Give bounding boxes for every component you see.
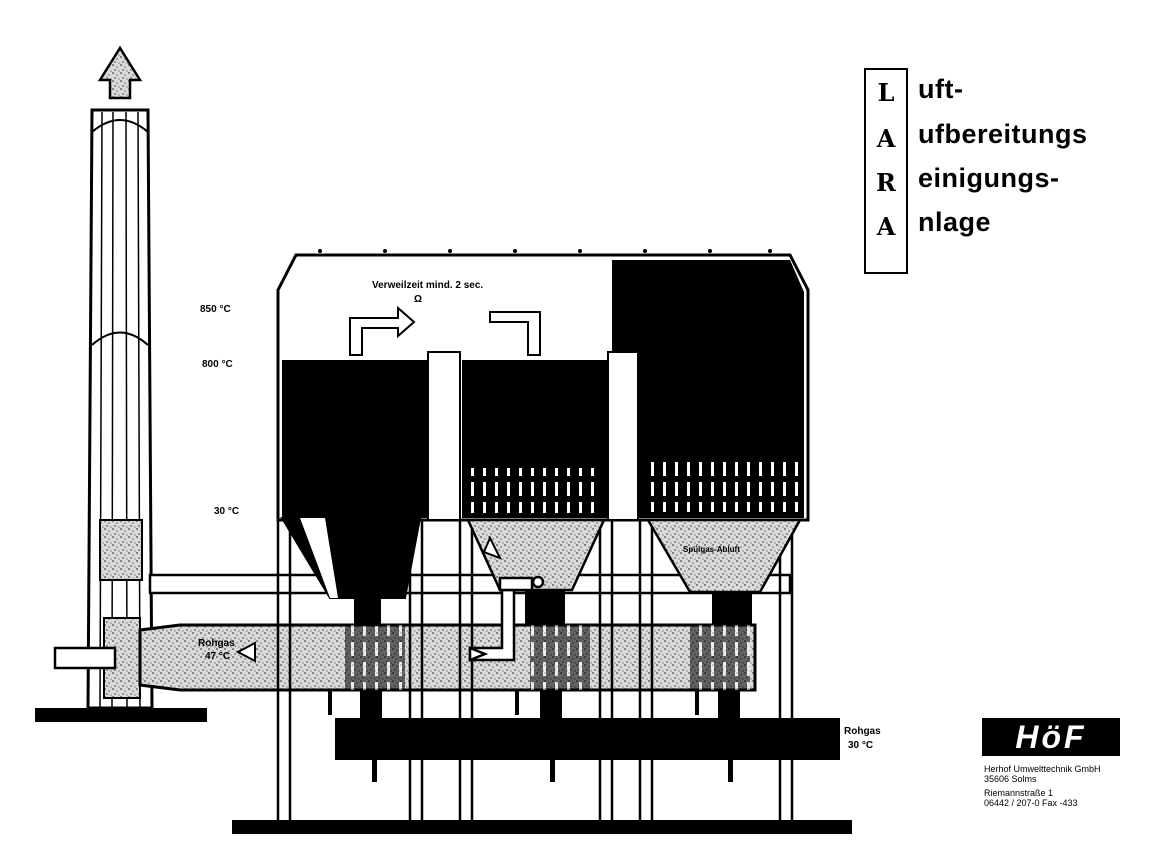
temp-mid-label: 800 °C <box>202 359 233 370</box>
bend-arrow-left-icon <box>349 305 416 356</box>
residence-sub-label: Ω <box>414 294 423 305</box>
raw-gas-out-label: Rohgas <box>844 726 881 737</box>
company-street: Riemannstraße 1 <box>984 788 1054 798</box>
temp-top-label: 850 °C <box>200 304 231 315</box>
chimney-stack <box>86 45 154 710</box>
acronym-word-4: nlage <box>918 207 992 237</box>
company-name: Herhof Umwelttechnik GmbH <box>984 764 1101 774</box>
acronym-word-1: uft- <box>918 74 964 104</box>
acronym-word-2: ufbereitungs <box>918 119 1088 149</box>
up-arrow-icon <box>97 45 143 100</box>
hopper-label: Spülgas-Abluft <box>683 545 740 554</box>
temp-low-label: 30 °C <box>214 506 240 517</box>
plant-ground-bar <box>232 820 852 834</box>
collector-stubs <box>328 690 740 782</box>
raw-gas-in-label: Rohgas <box>198 638 235 649</box>
combustion-chamber <box>276 249 810 522</box>
residence-label: Verweilzeit mind. 2 sec. <box>372 280 484 291</box>
collector-header <box>335 718 840 760</box>
company-phone: 06442 / 207-0 Fax -433 <box>984 798 1078 808</box>
return-arrow-icon <box>468 646 489 662</box>
acronym-letter-a2: A <box>876 212 896 241</box>
acronym-letter-r: R <box>876 168 896 197</box>
support-legs <box>276 520 794 820</box>
raw-gas-out-temp: 30 °C <box>848 740 874 751</box>
flow-arrow-icon <box>235 641 256 663</box>
raw-gas-in-temp: 47 °C <box>205 651 231 662</box>
hopper-right <box>645 518 803 594</box>
company-city: 35606 Solms <box>984 774 1037 784</box>
hopper-center <box>466 518 606 592</box>
acronym-box <box>864 68 908 274</box>
raw-gas-duct <box>53 623 757 692</box>
company-logo: HöF <box>982 718 1120 756</box>
bypass-pipe <box>468 575 545 662</box>
hopper-left <box>280 517 422 626</box>
stack-ground-bar <box>35 708 207 722</box>
acronym-letter-a1: A <box>876 124 896 153</box>
bend-arrow-right-icon <box>489 311 541 356</box>
acronym-letter-l: L <box>877 78 895 107</box>
hopper-left-inner <box>300 518 338 598</box>
acronym-word-3: einigungs- <box>918 163 1060 193</box>
crossover-duct <box>148 573 792 595</box>
